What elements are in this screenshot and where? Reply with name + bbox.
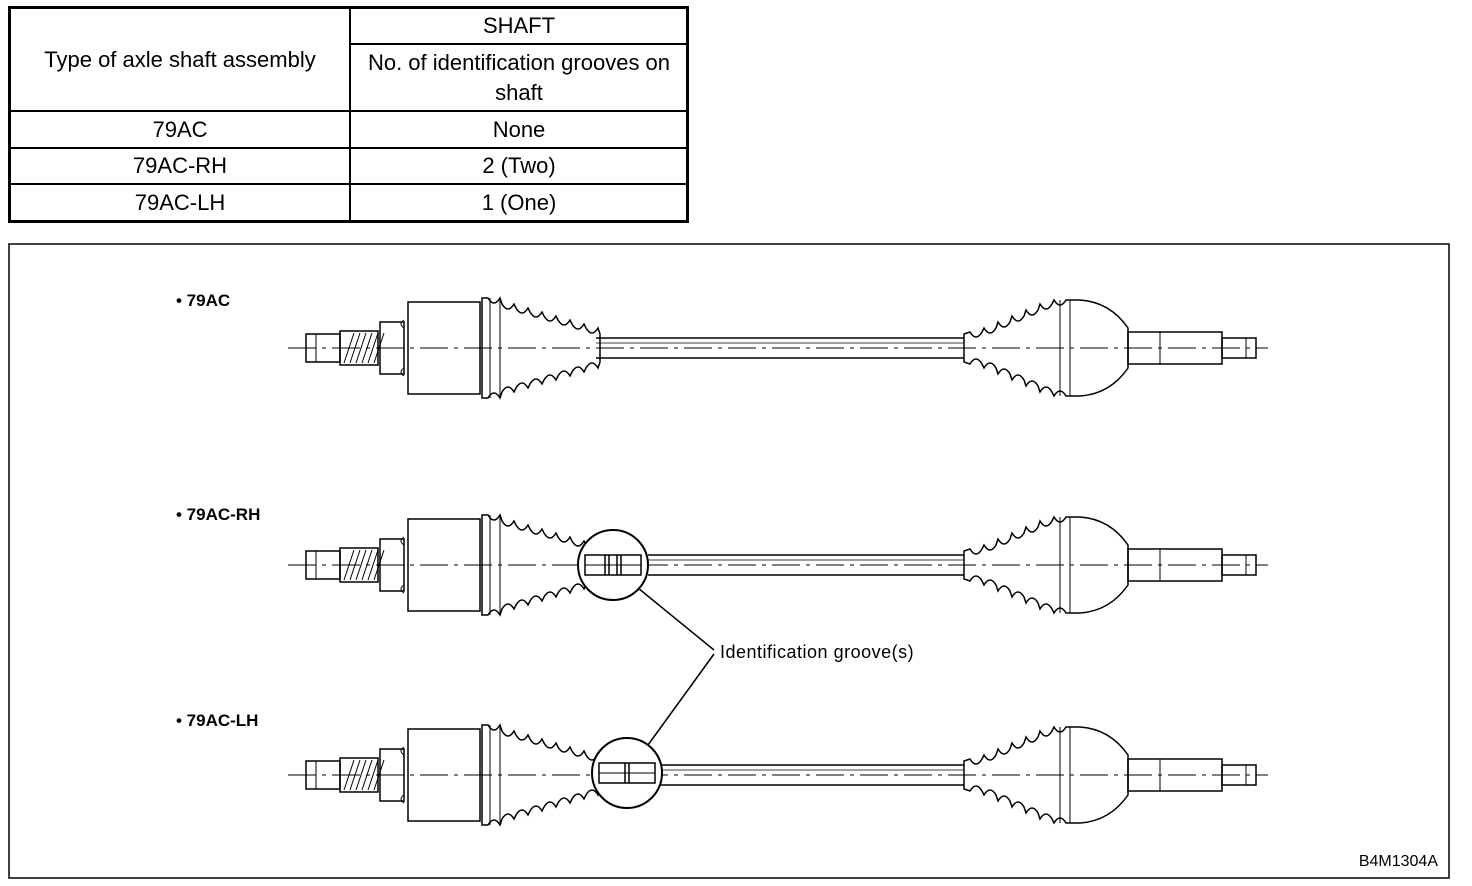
outer-stub (1127, 331, 1223, 365)
inner-boot (481, 296, 601, 400)
identification-grooves (584, 554, 642, 576)
outer-stub (1127, 758, 1223, 792)
table-grid (8, 6, 689, 223)
table-header-grooves: No. of identification grooves on shaft (367, 49, 671, 105)
joint-housing (407, 728, 481, 822)
axle-shaft-79ac-rh (288, 513, 1268, 617)
table-cell-grooves: None (492, 116, 546, 142)
outer-boot (963, 298, 1129, 398)
axle-label-79ac: • 79AC (176, 291, 230, 310)
table-cell-grooves: 2 (Two) (482, 153, 556, 178)
outer-boot (963, 725, 1129, 825)
groove-spec-table: Type of axle shaft assembly SHAFT No. of… (8, 6, 689, 223)
table-cell-grooves: 1 (One) (481, 189, 557, 215)
main-shaft (660, 764, 964, 786)
table-cell-type: 79AC-RH (132, 153, 228, 178)
groove-callout-leaders (637, 587, 715, 746)
identification-groove-label: Identification groove(s) (720, 642, 914, 662)
outer-stub (1127, 548, 1223, 582)
table-cell-type: 79AC (152, 116, 208, 142)
diagram-frame (8, 243, 1450, 879)
table-header-type: Type of axle shaft assembly (44, 46, 316, 72)
spline-section (339, 757, 379, 793)
figure-code: B4M1304A (1359, 853, 1438, 870)
main-shaft (648, 554, 964, 576)
table-cell-type: 79AC-LH (134, 189, 226, 215)
main-shaft (596, 337, 964, 359)
joint-housing (407, 301, 481, 395)
outer-boot (963, 515, 1129, 615)
spline-section (339, 547, 379, 583)
identification-grooves (598, 762, 656, 784)
spline-section (339, 330, 379, 366)
axle-shaft-79ac (288, 296, 1268, 400)
axle-label-79ac-rh: • 79AC-RH (176, 505, 260, 524)
axle-label-79ac-lh: • 79AC-LH (176, 711, 258, 730)
axle-shaft-79ac-lh (288, 723, 1268, 827)
joint-housing (407, 518, 481, 612)
table-header-shaft: SHAFT (482, 13, 556, 38)
